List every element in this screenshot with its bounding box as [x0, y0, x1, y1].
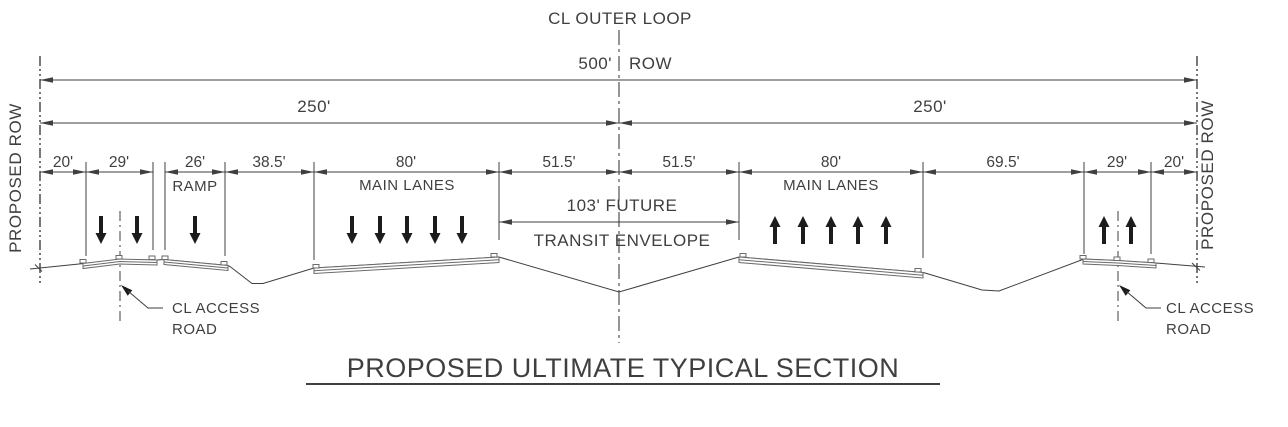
extension-lines [85, 162, 1152, 260]
traffic-arrows-southbound [95, 216, 468, 244]
dim-label: 26' [185, 154, 205, 171]
transit-envelope-line1: 103' FUTURE [567, 196, 678, 215]
dim-label: 20' [53, 154, 73, 171]
access-road-pavement-left [82, 258, 158, 270]
drawing-title: PROPOSED ULTIMATE TYPICAL SECTION [347, 353, 900, 383]
row-break-tick-right [1191, 262, 1201, 271]
main-lanes-right-label: MAIN LANES [783, 177, 879, 194]
curb-marks [79, 253, 1155, 273]
dim-500-row: 500' ROW [40, 54, 1197, 83]
segment-dimension-labels: 20' 29' 26' 38.5' 80' 51.5' 51.5' 80' 69… [53, 154, 1184, 171]
dim-label: 69.5' [986, 154, 1019, 171]
dim-label: 38.5' [252, 154, 285, 171]
dim-label: 29' [109, 154, 129, 171]
dim-250-right: 250' [619, 97, 1197, 126]
dim-label: 80' [396, 154, 416, 171]
access-road-left-line1: CL ACCESS [172, 300, 260, 317]
dim-label: 51.5' [542, 154, 575, 171]
dim-label: 80' [821, 154, 841, 171]
dim-label: 51.5' [662, 154, 695, 171]
proposed-row-label-left: PROPOSED ROW [6, 103, 25, 253]
road-profile [29, 256, 1206, 293]
access-road-right-line2: ROAD [1166, 321, 1211, 338]
row-break-tick-left [34, 264, 43, 272]
dim-transit-envelope: 103' FUTURE TRANSIT ENVELOPE [499, 196, 739, 250]
cl-outer-loop-label: CL OUTER LOOP [548, 9, 692, 28]
main-lanes-left-label: MAIN LANES [359, 177, 455, 194]
traffic-arrows-northbound [769, 216, 1137, 244]
dim-250-left-value: 250' [297, 97, 331, 116]
access-road-callout-right: CL ACCESS ROAD [1119, 285, 1254, 338]
dim-label: 20' [1164, 154, 1184, 171]
pavement-slabs [79, 253, 1157, 279]
transit-envelope-line2: TRANSIT ENVELOPE [534, 231, 711, 250]
ramp-label: RAMP [172, 178, 217, 195]
access-road-callout-left: CL ACCESS ROAD [121, 285, 260, 338]
dim-500-suffix: ROW [629, 54, 672, 73]
dim-label: 29' [1107, 154, 1127, 171]
dim-250-right-value: 250' [913, 97, 947, 116]
dim-500-value: 500' [578, 54, 612, 73]
dim-250-left: 250' [40, 97, 619, 126]
access-road-left-line2: ROAD [172, 321, 217, 338]
proposed-row-label-right: PROPOSED ROW [1198, 100, 1217, 250]
access-road-right-line1: CL ACCESS [1166, 300, 1254, 317]
